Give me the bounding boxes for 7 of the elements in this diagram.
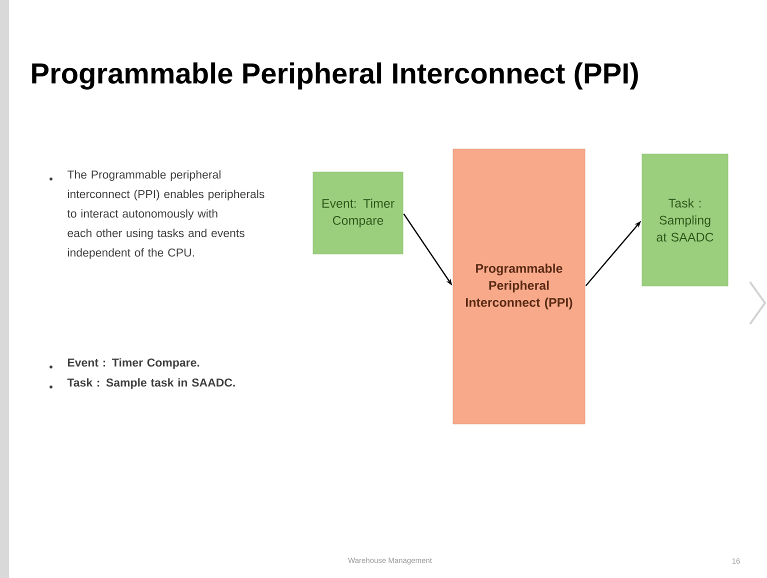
bullet-text: Event : Timer Compare. xyxy=(68,358,200,369)
bullet-text: Task : Sample task in SAADC. xyxy=(67,378,235,389)
slide-title: Programmable Peripheral Interconnect (PPI) xyxy=(32,62,638,90)
process-box: Programmable Peripheral Interconnect (PPI) xyxy=(452,148,586,424)
bullet-text: The Programmable peripheral interconnect (PPI) enables peripherals to interact autonomously with each other using tasks and events independent of the CPU. xyxy=(67,170,264,259)
task-box: Task : Sampling at SAADC xyxy=(642,154,728,286)
event-box: Event: Timer Compare xyxy=(312,172,404,254)
